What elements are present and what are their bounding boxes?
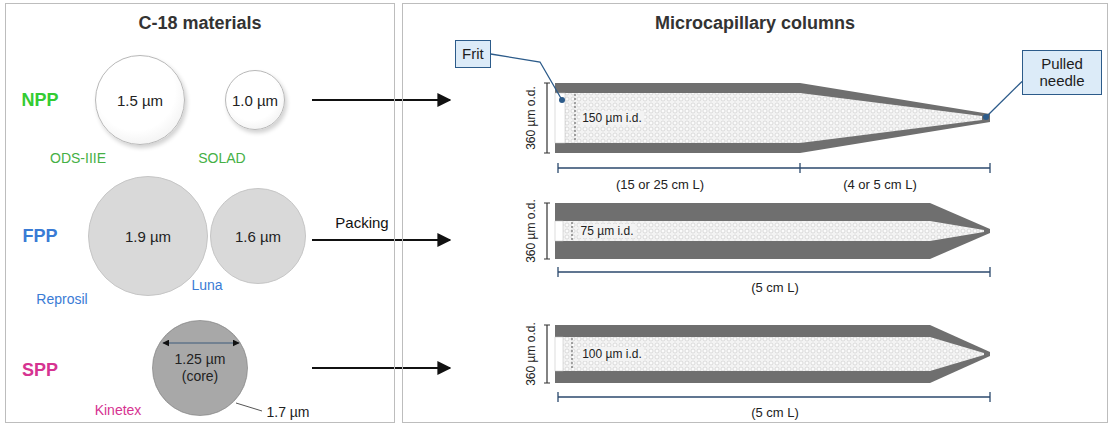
material-name: Kinetex bbox=[95, 402, 142, 418]
size-label: 1.25 µm (core) bbox=[168, 351, 232, 385]
leader-line bbox=[236, 403, 262, 411]
core-shell-particle: 1.25 µm (core) bbox=[152, 320, 248, 416]
dimension-label: (15 or 25 cm L) bbox=[616, 177, 704, 192]
particle-circle: 1.6 µm bbox=[210, 188, 306, 284]
material-name: SOLAD bbox=[198, 150, 245, 166]
size-label: 1.0 µm bbox=[232, 92, 278, 109]
length-line bbox=[558, 163, 990, 402]
class-label: FPP bbox=[22, 226, 57, 247]
column-100 bbox=[555, 325, 990, 383]
leader-dot bbox=[559, 97, 565, 103]
callout-box: Frit bbox=[455, 40, 491, 68]
particle-circle: 1.0 µm bbox=[225, 70, 285, 130]
dimension-label: (4 or 5 cm L) bbox=[843, 177, 917, 192]
material-name: Luna bbox=[191, 277, 222, 293]
class-label: NPP bbox=[21, 90, 58, 111]
columns-panel: Microcapillary columnsFritPulled needle bbox=[402, 3, 1108, 423]
dimension-label: 150 µm i.d. bbox=[580, 111, 644, 125]
dimension-label: 100 µm i.d. bbox=[580, 347, 644, 361]
dimension-label: (5 cm L) bbox=[751, 405, 799, 420]
callout-box: Pulled needle bbox=[1022, 50, 1102, 95]
particle-circle: 1.9 µm bbox=[88, 176, 208, 296]
callout-text: Frit bbox=[462, 45, 484, 62]
dimension-label: 360 µm o.d. bbox=[524, 86, 538, 150]
packing-arrow bbox=[312, 100, 450, 368]
leader-line bbox=[986, 82, 1022, 118]
od-bracket bbox=[544, 83, 550, 383]
material-name: ODS-IIIE bbox=[50, 150, 106, 166]
column-150 bbox=[555, 83, 990, 153]
dimension-label: (5 cm L) bbox=[751, 280, 799, 295]
step-label: Packing bbox=[335, 214, 388, 231]
callout-text: Pulled needle bbox=[1029, 55, 1095, 89]
column-75 bbox=[555, 203, 990, 259]
dimension-label: 1.7 µm bbox=[266, 404, 309, 420]
dimension-label: 360 µm o.d. bbox=[524, 199, 538, 263]
dimension-label: 360 µm o.d. bbox=[524, 322, 538, 386]
material-name: Reprosil bbox=[36, 291, 87, 307]
dimension-label: 75 µm i.d. bbox=[579, 224, 636, 238]
panel-heading: Microcapillary columns bbox=[403, 13, 1107, 34]
frit bbox=[555, 93, 565, 143]
leader-dot bbox=[983, 114, 989, 120]
particle-circle: 1.5 µm bbox=[95, 55, 185, 145]
size-label: 1.5 µm bbox=[117, 92, 163, 109]
class-label: SPP bbox=[22, 360, 58, 381]
materials-panel: C-18 materials 1.5 µm 1.0 µm 1.9 µm 1.6 µm 1.… bbox=[5, 3, 395, 423]
size-label: 1.6 µm bbox=[235, 228, 281, 245]
size-label: 1.9 µm bbox=[125, 228, 171, 245]
panel-heading: C-18 materials bbox=[6, 13, 394, 34]
